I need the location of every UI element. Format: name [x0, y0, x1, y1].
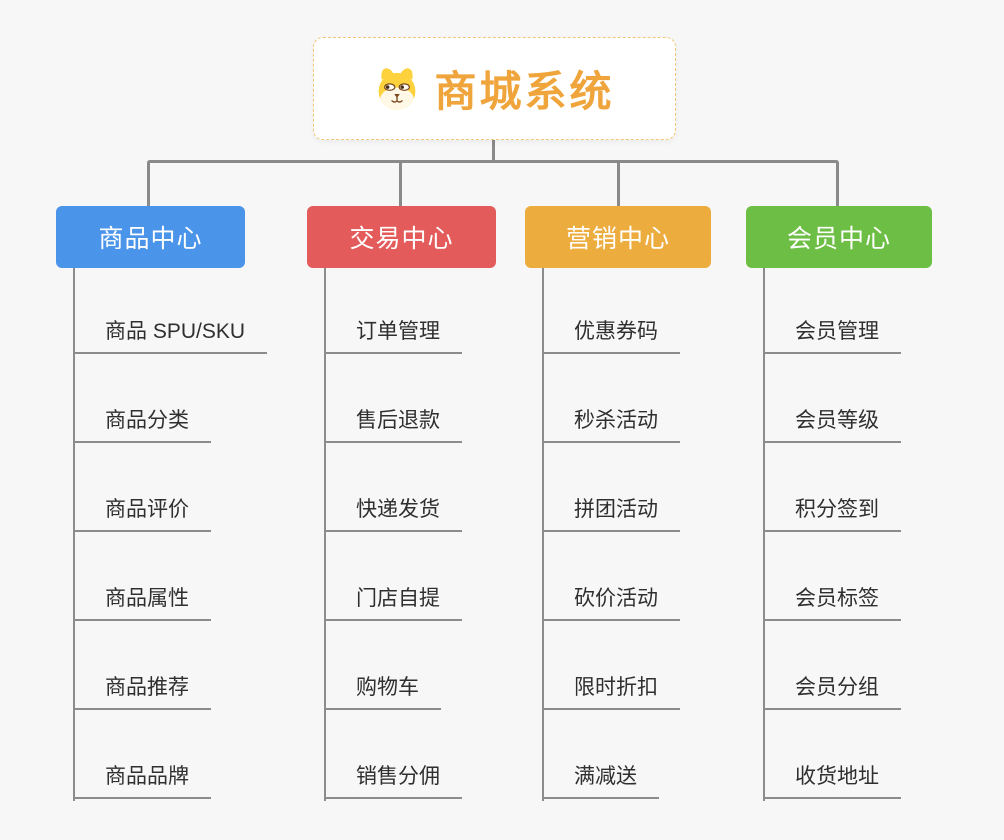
leaf-item[interactable]: 商品属性 — [73, 585, 211, 621]
leaf-item[interactable]: 商品分类 — [73, 407, 211, 443]
leaf-item[interactable]: 秒杀活动 — [542, 407, 680, 443]
connector-spine — [73, 268, 75, 801]
leaf-item[interactable]: 购物车 — [324, 674, 441, 710]
leaf-item[interactable]: 会员标签 — [763, 585, 901, 621]
connector-spine — [542, 268, 544, 801]
leaf-item[interactable]: 门店自提 — [324, 585, 462, 621]
root-node[interactable]: 商城系统 — [313, 37, 676, 140]
connector-bus — [147, 160, 839, 206]
leaf-item[interactable]: 售后退款 — [324, 407, 462, 443]
connector-spine — [324, 268, 326, 801]
leaf-item[interactable]: 销售分佣 — [324, 763, 462, 799]
leaf-item[interactable]: 砍价活动 — [542, 585, 680, 621]
connector-drop — [617, 160, 620, 206]
leaf-item[interactable]: 满减送 — [542, 763, 659, 799]
leaf-item[interactable]: 会员分组 — [763, 674, 901, 710]
leaf-item[interactable]: 拼团活动 — [542, 496, 680, 532]
leaf-item[interactable]: 会员管理 — [763, 318, 901, 354]
leaf-item[interactable]: 商品 SPU/SKU — [73, 318, 268, 354]
connector-root-stub — [492, 139, 495, 162]
branch-header-trade-center[interactable]: 交易中心 — [307, 206, 496, 268]
leaf-item[interactable]: 收货地址 — [763, 763, 901, 799]
leaf-item[interactable]: 订单管理 — [324, 318, 462, 354]
leaf-item[interactable]: 商品推荐 — [73, 674, 211, 710]
shiba-dog-icon — [379, 67, 416, 110]
connector-drop — [399, 160, 402, 206]
leaf-item[interactable]: 限时折扣 — [542, 674, 680, 710]
leaf-item[interactable]: 优惠券码 — [542, 318, 680, 354]
root-title: 商城系统 — [434, 68, 615, 115]
branch-header-member-center[interactable]: 会员中心 — [746, 206, 932, 268]
branch-header-product-center[interactable]: 商品中心 — [56, 206, 245, 268]
leaf-item[interactable]: 积分签到 — [763, 496, 901, 532]
leaf-item[interactable]: 商品评价 — [73, 496, 211, 532]
branch-header-marketing-center[interactable]: 营销中心 — [525, 206, 711, 268]
leaf-item[interactable]: 商品品牌 — [73, 763, 211, 799]
connector-spine — [763, 268, 765, 801]
leaf-item[interactable]: 快递发货 — [324, 496, 462, 532]
leaf-item[interactable]: 会员等级 — [763, 407, 901, 443]
